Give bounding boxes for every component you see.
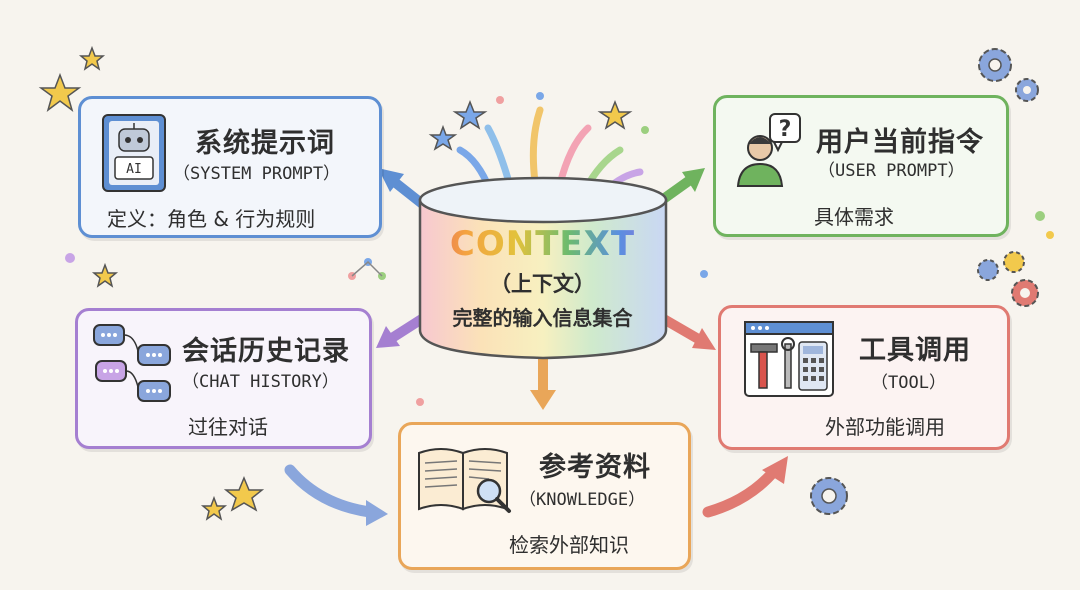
robot-icon-label: AI xyxy=(126,162,142,177)
system-prompt-description: 定义：角色 & 行为规则 xyxy=(107,207,316,231)
gear-icon xyxy=(810,48,1039,515)
system-prompt-card: AI 系统提示词 （SYSTEM PROMPT） 定义：角色 & 行为规则 xyxy=(78,96,382,238)
tool-subtitle: （TOOL） xyxy=(871,373,946,393)
knowledge-card: 参考资料 （KNOWLEDGE） 检索外部知识 xyxy=(398,422,691,570)
tool-title: 工具调用 xyxy=(859,335,971,366)
tool-card: 工具调用 （TOOL） 外部功能调用 xyxy=(718,305,1010,450)
star-icon xyxy=(38,45,633,521)
tool-description: 外部功能调用 xyxy=(825,415,945,439)
chat-history-card: 会话历史记录 （CHAT HISTORY） 过往对话 xyxy=(75,308,372,449)
robot-icon: AI xyxy=(102,114,166,192)
arrow-to-tool xyxy=(657,313,716,350)
book-magnifier-icon xyxy=(418,448,511,513)
person-question-icon: ? xyxy=(736,113,801,187)
user-prompt-title: 用户当前指令 xyxy=(816,127,984,158)
context-cylinder xyxy=(418,176,668,360)
chat-history-title: 会话历史记录 xyxy=(182,336,350,367)
knowledge-subtitle: （KNOWLEDGE） xyxy=(519,490,646,510)
arrow-to-knowledge xyxy=(530,353,556,410)
chat-history-description: 过往对话 xyxy=(188,415,268,439)
dot-decoration xyxy=(65,92,1054,406)
chat-bubbles-icon xyxy=(93,324,171,402)
arrow-knowledge-to-tool xyxy=(702,456,788,518)
context-description: 完整的输入信息集合 xyxy=(452,306,633,330)
system-prompt-title: 系统提示词 xyxy=(195,128,335,159)
knowledge-title: 参考资料 xyxy=(539,452,651,483)
user-prompt-subtitle: （USER PROMPT） xyxy=(818,161,965,181)
user-prompt-card: ? 用户当前指令 （USER PROMPT） 具体需求 xyxy=(713,95,1009,237)
svg-text:?: ? xyxy=(779,117,792,142)
tools-icon xyxy=(744,321,834,397)
system-prompt-subtitle: （SYSTEM PROMPT） xyxy=(173,164,341,184)
context-title: CONTEXT xyxy=(415,224,670,264)
context-subtitle: （上下文） xyxy=(490,272,595,296)
user-prompt-description: 具体需求 xyxy=(814,205,894,229)
knowledge-description: 检索外部知识 xyxy=(509,533,629,557)
arrow-chat-to-knowledge xyxy=(284,464,388,526)
chat-history-subtitle: （CHAT HISTORY） xyxy=(182,372,339,392)
